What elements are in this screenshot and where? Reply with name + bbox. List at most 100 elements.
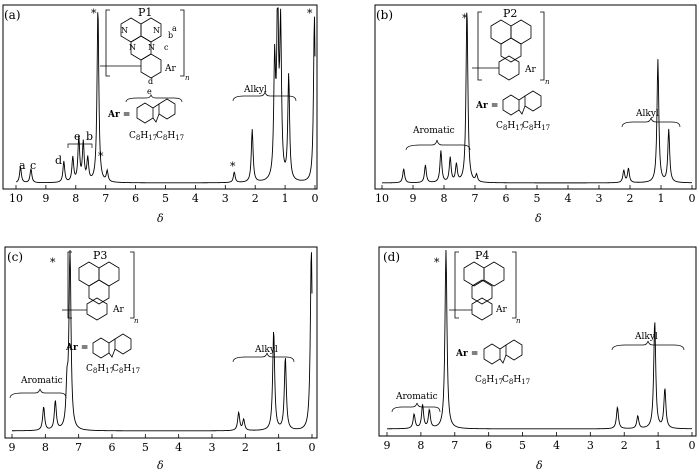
x-tick-label: 2 bbox=[621, 439, 628, 452]
plot-frame bbox=[2, 4, 318, 190]
repeat-n: n bbox=[134, 317, 139, 325]
x-axis-label: δ bbox=[157, 459, 164, 471]
x-tick-label: 4 bbox=[175, 441, 182, 454]
x-axis-label: δ bbox=[157, 212, 164, 225]
plot-frame bbox=[378, 246, 697, 437]
x-tick-label: 6 bbox=[485, 439, 492, 452]
region-label-alkyl: Alkyl bbox=[254, 345, 278, 355]
solvent-marker: * bbox=[50, 256, 56, 269]
panel-label: (d) bbox=[383, 250, 400, 264]
spectrum-line bbox=[15, 7, 316, 184]
ar-equals: Ar = bbox=[455, 349, 478, 359]
peak-label-a: a bbox=[19, 159, 26, 172]
x-tick-label: 9 bbox=[9, 441, 16, 454]
ring-label-e: e bbox=[147, 87, 152, 96]
x-axis-label: δ bbox=[536, 459, 543, 471]
region-label-aromatic: Aromatic bbox=[412, 126, 455, 136]
x-axis-label: δ bbox=[535, 212, 542, 225]
substituent-left: C8H17 bbox=[129, 131, 157, 142]
panel-label: (b) bbox=[376, 8, 393, 22]
x-tick-label: 10 bbox=[375, 192, 389, 205]
x-tick-label: 9 bbox=[42, 192, 49, 205]
plot-frame bbox=[4, 246, 318, 439]
alkyl-bracket bbox=[611, 340, 685, 351]
x-tick-label: 6 bbox=[109, 441, 116, 454]
repeat-n: n bbox=[516, 317, 521, 325]
region-label-aromatic: Aromatic bbox=[395, 392, 438, 402]
x-tick-label: 1 bbox=[282, 192, 289, 205]
x-tick-label: 0 bbox=[689, 192, 696, 205]
peak-label-d: d bbox=[55, 154, 62, 167]
x-tick-label: 2 bbox=[242, 441, 249, 454]
x-tick-label: 7 bbox=[75, 441, 82, 454]
x-tick-label: 0 bbox=[689, 439, 696, 452]
repeat-bracket bbox=[105, 9, 185, 77]
ring-label-b: b bbox=[168, 31, 173, 40]
aromatic-bracket bbox=[391, 402, 441, 413]
substituent-left: C8H17 bbox=[475, 375, 503, 386]
substituent-left: C8H17 bbox=[496, 121, 524, 132]
solvent-marker: * bbox=[462, 12, 468, 25]
ar-label: Ar bbox=[112, 305, 124, 315]
x-tick-label: 7 bbox=[472, 192, 479, 205]
ar-label: Ar bbox=[164, 64, 176, 74]
solvent-marker: * bbox=[98, 150, 104, 163]
x-tick-label: 3 bbox=[587, 439, 594, 452]
ring-n-atom: N bbox=[129, 43, 136, 52]
panel-label: (a) bbox=[4, 8, 21, 22]
plot-frame bbox=[374, 4, 697, 190]
e-brace bbox=[125, 93, 183, 103]
structure-p4: P4 Ar n Ar = C8H17 C8H17 bbox=[449, 249, 530, 386]
x-tick-label: 8 bbox=[441, 192, 448, 205]
x-tick-label: 3 bbox=[222, 192, 229, 205]
ring-n-atom: N bbox=[153, 26, 160, 35]
peak-label-b: b bbox=[86, 130, 93, 143]
x-tick-label: 10 bbox=[9, 192, 23, 205]
x-tick-label: 3 bbox=[209, 441, 216, 454]
alkyl-bracket bbox=[232, 352, 295, 363]
x-tick-label: 3 bbox=[596, 192, 603, 205]
x-tick-label: 9 bbox=[410, 192, 417, 205]
structure-p3: P3 Ar n Ar = C8H17 C8H17 bbox=[62, 249, 140, 375]
solvent-marker: * bbox=[91, 7, 97, 20]
solvent-marker: * bbox=[230, 160, 236, 173]
ring-label-d: d bbox=[148, 77, 153, 86]
x-tick-label: 0 bbox=[309, 441, 316, 454]
peak-label-c: c bbox=[30, 159, 36, 172]
spectrum-line bbox=[382, 12, 693, 184]
structure-p2: P2 Ar n Ar = C8H17 C8H17 bbox=[472, 7, 550, 132]
substituent-right: C8H17 bbox=[156, 131, 184, 142]
aromatic-bracket bbox=[405, 139, 471, 151]
x-tick-label: 6 bbox=[132, 192, 139, 205]
x-tick-label: 2 bbox=[252, 192, 259, 205]
structure-title: P4 bbox=[475, 249, 489, 262]
structure-p1: P1 N N N N a b c d Ar n e Ar = C8H17 C8H… bbox=[100, 6, 190, 142]
x-tick-label: 1 bbox=[275, 441, 282, 454]
x-tick-label: 5 bbox=[162, 192, 169, 205]
substituent-right: C8H17 bbox=[112, 364, 140, 375]
aromatic-bracket bbox=[9, 388, 67, 399]
x-tick-label: 5 bbox=[519, 439, 526, 452]
repeat-bracket bbox=[67, 251, 135, 319]
region-label-aromatic: Aromatic bbox=[20, 376, 63, 386]
spectrum-line bbox=[386, 249, 693, 430]
x-tick-label: 0 bbox=[312, 192, 319, 205]
ar-equals: Ar = bbox=[65, 343, 88, 353]
peak-bracket bbox=[67, 143, 93, 148]
structure-title: P3 bbox=[93, 249, 107, 262]
substituent-right: C8H17 bbox=[502, 375, 530, 386]
x-tick-label: 4 bbox=[565, 192, 572, 205]
region-label-alkyl: Alkyl bbox=[635, 109, 659, 119]
ar-equals: Ar = bbox=[475, 101, 498, 111]
peak-label-e: e bbox=[74, 130, 81, 143]
x-tick-label: 8 bbox=[42, 441, 49, 454]
spectrum-line bbox=[11, 249, 313, 432]
